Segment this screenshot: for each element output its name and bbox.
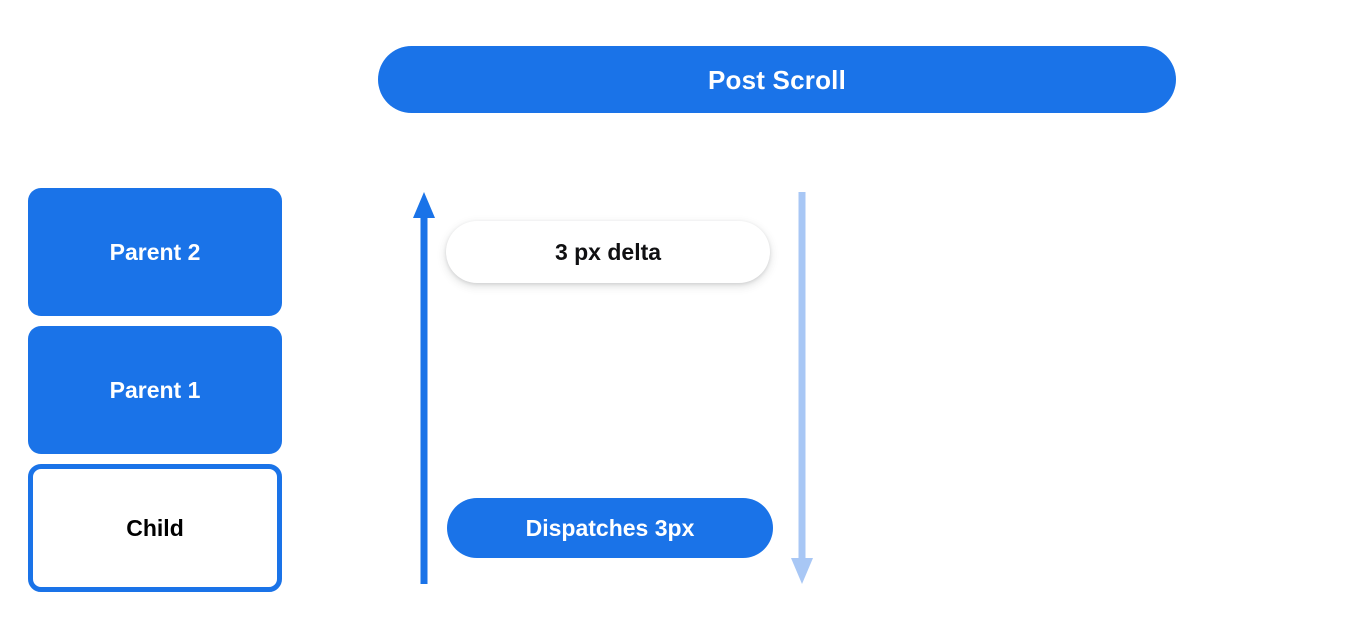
- delta-pill: 3 px delta: [446, 221, 770, 283]
- stack-item-child[interactable]: Child: [28, 464, 282, 592]
- page-title: Post Scroll: [707, 64, 846, 95]
- post-scroll-title-bar: Post Scroll: [378, 46, 1176, 113]
- dispatch-pill-label: Dispatches 3px: [525, 514, 695, 541]
- scroll-down-arrow-icon: [791, 192, 813, 584]
- node-stack: Parent 2 Parent 1 Child: [28, 188, 282, 602]
- stack-item-parent-2[interactable]: Parent 2: [28, 188, 282, 316]
- stack-item-label: Parent 1: [109, 376, 201, 403]
- stack-item-parent-1[interactable]: Parent 1: [28, 326, 282, 454]
- dispatch-pill: Dispatches 3px: [447, 498, 773, 558]
- stack-item-label: Parent 2: [109, 238, 201, 265]
- scroll-up-arrow-icon: [413, 192, 435, 584]
- stack-item-label: Child: [126, 514, 184, 541]
- delta-pill-label: 3 px delta: [554, 238, 662, 265]
